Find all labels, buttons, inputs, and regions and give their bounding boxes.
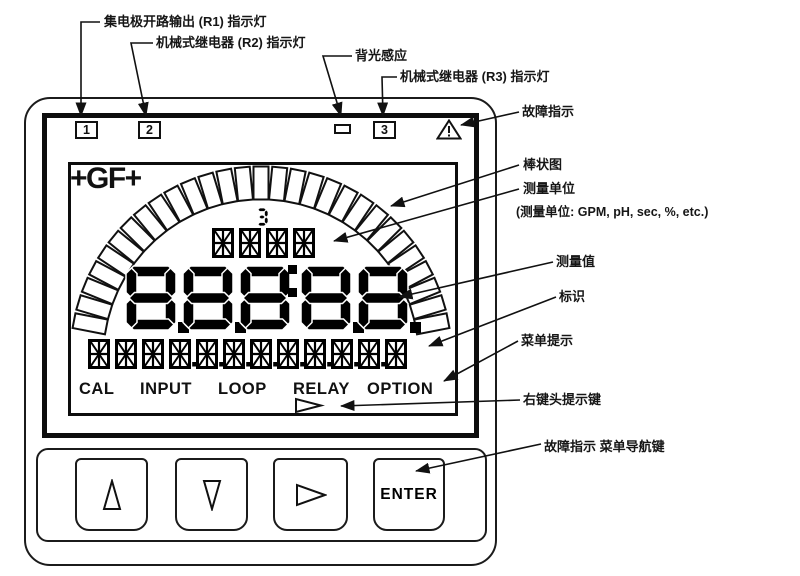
- indicator-light-r3: 3: [373, 121, 396, 139]
- up-button[interactable]: [75, 458, 148, 531]
- label-backlight: 背光感应: [355, 48, 408, 63]
- label-r2-indicator: 机械式继电器 (R2) 指示灯: [156, 35, 306, 50]
- menu-item-cal: CAL: [79, 380, 115, 398]
- label-fault-indicator: 故障指示: [522, 104, 575, 119]
- label-menu-hint: 菜单提示: [521, 333, 574, 348]
- label-bargraph: 棒状图: [523, 157, 563, 172]
- menu-item-input: INPUT: [140, 380, 192, 398]
- enter-button-label: ENTER: [380, 485, 438, 503]
- menu-item-option: OPTION: [367, 380, 434, 398]
- indicator-light-r2: 2: [138, 121, 161, 139]
- backlight-sensor-icon: [334, 124, 351, 134]
- down-button[interactable]: [175, 458, 248, 531]
- label-tag: 标识: [559, 289, 586, 304]
- right-button[interactable]: [273, 458, 348, 531]
- label-measured-value: 测量值: [556, 254, 596, 269]
- menu-item-loop: LOOP: [218, 380, 267, 398]
- menu-item-relay: RELAY: [293, 380, 350, 398]
- up-arrow-icon: [102, 478, 121, 510]
- label-r1-indicator: 集电极开路输出 (R1) 指示灯: [104, 14, 267, 29]
- lcd-display: [68, 162, 458, 416]
- right-arrow-icon: [295, 483, 327, 506]
- label-r3-indicator: 机械式继电器 (R3) 指示灯: [400, 69, 550, 84]
- label-fault-nav-keys: 故障指示 菜单导航键: [544, 439, 665, 454]
- label-unit-note: (测量单位: GPM, pH, sec, %, etc.): [516, 205, 709, 219]
- label-unit: 测量单位: [523, 181, 576, 196]
- down-arrow-icon: [202, 479, 221, 511]
- brand-logo: +GF+: [70, 162, 142, 195]
- enter-button[interactable]: ENTER: [373, 458, 445, 531]
- label-right-arrow-key: 右键头提示键: [523, 392, 602, 407]
- indicator-light-r1: 1: [75, 121, 98, 139]
- fault-warning-icon: [435, 118, 463, 140]
